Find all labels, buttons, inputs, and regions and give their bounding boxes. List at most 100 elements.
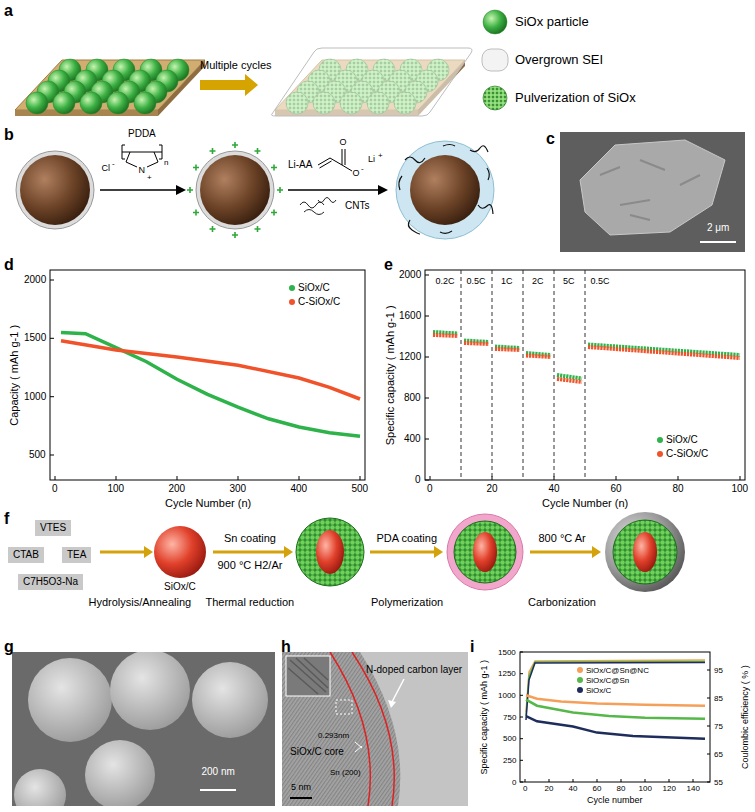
tick-label: 1000 (24, 391, 46, 403)
rate-label: 2C (532, 276, 544, 286)
tick-label: 1500 (498, 648, 516, 657)
box-text: C7H5O3-Na (23, 576, 78, 587)
rate-label: 0.5C (591, 276, 610, 286)
annotation: N-doped carbon layer (366, 664, 462, 676)
panel-letter: h (281, 638, 291, 656)
rate-label: 0.2C (436, 276, 455, 286)
process-label: Polymerization (371, 596, 443, 609)
process-label: Carbonization (528, 596, 596, 609)
tick-label: 60 (611, 483, 622, 495)
tick-label: 20 (487, 483, 498, 495)
legend-swatch (657, 451, 663, 457)
reagent-box: C7H5O3-Na (18, 574, 83, 590)
legend-swatch (577, 667, 583, 673)
tick-label: 140 (687, 784, 700, 793)
chem-label: CNTs (345, 200, 369, 212)
chem-label: PDDA (128, 128, 156, 140)
axis-title: Cycle Number (n) (542, 497, 628, 510)
tick-label: 0 (52, 483, 58, 495)
chem-label: + (378, 151, 383, 160)
chem-label: + (147, 173, 152, 182)
chem-label: Li-AA (288, 159, 312, 171)
tick-label: 40 (569, 784, 578, 793)
reagent-box: CTAB (8, 547, 44, 563)
tick-label: 80 (673, 483, 684, 495)
chem-label: Cl (102, 163, 111, 173)
tick-label: 300 (230, 483, 247, 495)
coating-scheme (16, 141, 494, 239)
axis-title: Coulombic efficiency ( % ) (740, 665, 750, 769)
reagent-box: VTES (35, 520, 71, 536)
legend-text: SiOx particle (515, 15, 589, 30)
tick-label: 100 (732, 483, 749, 495)
legend-swatch (577, 677, 583, 683)
panel-letter: i (470, 638, 474, 656)
tick-label: 250 (503, 756, 516, 765)
tick-label: 55 (714, 778, 723, 787)
process-label: 800 °C Ar (539, 532, 586, 545)
tick-label: 2000 (399, 269, 421, 281)
chem-label: O (353, 168, 360, 178)
tick-label: 1000 (498, 691, 516, 700)
rate-label: 1C (501, 276, 513, 286)
rate-chart (425, 270, 745, 480)
panel-letter: f (4, 510, 9, 528)
tick-label: 400 (404, 433, 421, 445)
tick-label: 85 (714, 694, 723, 703)
axis-title: Capacity ( mAh g-1 ) (8, 324, 21, 425)
reagent-box: TEA (62, 547, 91, 563)
process-label: PDA coating (377, 532, 438, 545)
chem-label: - (361, 164, 364, 173)
tick-label: 500 (29, 449, 46, 461)
box-text: TEA (67, 549, 86, 560)
tick-label: 80 (617, 784, 626, 793)
sem-image (12, 652, 275, 806)
scale-label: 5 nm (291, 782, 311, 792)
sem-image (560, 132, 745, 252)
box-text: CTAB (13, 549, 39, 560)
legend-text: SiOx/C (586, 686, 611, 695)
legend-text: Overgrown SEI (515, 53, 603, 68)
tick-label: 0 (512, 778, 516, 787)
panel-letter: c (546, 130, 555, 148)
tick-label: 20 (545, 784, 554, 793)
panel-letter: b (4, 126, 14, 144)
axis-title: Specific capacity ( mAh g-1 ) (384, 305, 397, 445)
legend-text: SiOx/C (298, 282, 330, 294)
scale-label: 200 nm (202, 766, 235, 778)
tick-label: 0 (415, 474, 421, 486)
rate-label: 0.5C (467, 276, 486, 286)
tick-label: 100 (108, 483, 125, 495)
process-label: Sn coating (224, 532, 276, 545)
process-label: Thermal reduction (206, 596, 295, 609)
axis-title: Cycle number (587, 795, 643, 805)
tick-label: 500 (352, 483, 369, 495)
tick-label: 100 (639, 784, 652, 793)
chem-label: O (340, 137, 347, 147)
axis-title: Specific capacity ( mAh g-1 ) (479, 660, 489, 775)
tick-label: 500 (503, 734, 516, 743)
legend-swatch (657, 437, 663, 443)
tick-label: 0 (427, 483, 433, 495)
legend-swatch (289, 285, 295, 291)
tick-label: 95 (714, 666, 723, 675)
rate-label: 5C (563, 276, 575, 286)
tick-label: 800 (404, 392, 421, 404)
axis-title: Cycle Number (n) (165, 497, 251, 510)
annotation: 0.293nm (318, 731, 349, 740)
tick-label: 40 (549, 483, 560, 495)
chem-label: N (139, 165, 146, 175)
legend-text: C-SiOx/C (666, 448, 708, 460)
chem-label: n (164, 158, 168, 167)
tick-label: 65 (714, 750, 723, 759)
panel-letter: e (384, 256, 393, 274)
panel-letter: a (4, 2, 13, 20)
legend-swatch (577, 687, 583, 693)
tick-label: 2000 (24, 274, 46, 286)
cycling-chart (50, 270, 365, 480)
tick-label: 200 (169, 483, 186, 495)
annotation: Multiple cycles (200, 59, 272, 72)
cycling-chart (520, 652, 710, 782)
